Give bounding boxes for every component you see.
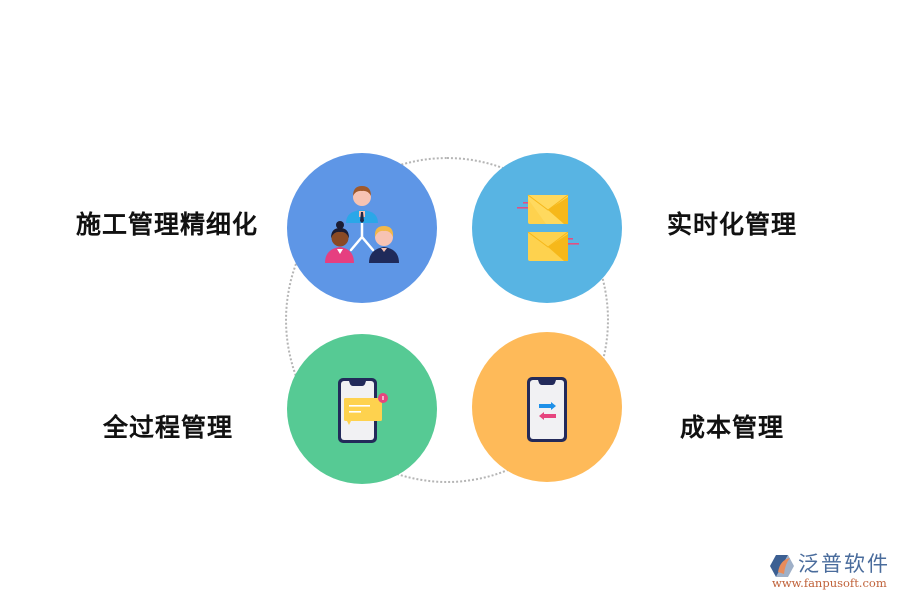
node-realtime-management <box>472 153 622 303</box>
fanpu-logo: 泛普软件 www.fanpusoft.com <box>768 552 893 592</box>
logo-url: www.fanpusoft.com <box>772 576 887 590</box>
team-hierarchy-icon <box>325 186 399 263</box>
node-team-management <box>287 153 437 303</box>
envelopes-icon <box>517 194 579 261</box>
label-cost-management: 成本管理 <box>680 413 785 442</box>
phone-message-icon <box>338 378 388 443</box>
label-full-process-management: 全过程管理 <box>103 413 234 442</box>
dotted-connector-ring <box>285 157 609 483</box>
node-cost-management <box>472 332 622 482</box>
node-full-process-management <box>287 334 437 484</box>
label-realtime-management: 实时化管理 <box>667 210 798 239</box>
phone-transfer-icon <box>527 377 567 442</box>
fanpu-logo-icon <box>770 555 794 577</box>
label-construction-refinement: 施工管理精细化 <box>76 210 259 239</box>
logo-name: 泛普软件 <box>798 552 890 576</box>
